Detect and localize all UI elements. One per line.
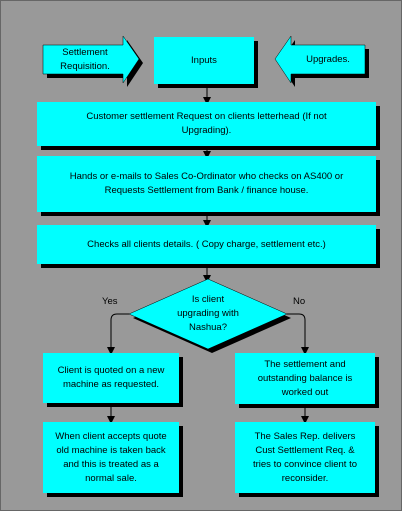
upgrades-shape <box>274 35 369 87</box>
sales-coordinator-box: Hands or e-mails to Sales Co-Ordinator w… <box>37 156 376 212</box>
edge-label-no: No <box>293 296 306 307</box>
inputs-box: Inputs <box>154 37 254 84</box>
settlement-worked-out-box: The settlement and outstanding balance i… <box>235 353 375 404</box>
settlement-requisition-shape <box>42 35 143 87</box>
checks-details-box: Checks all clients details. ( Copy charg… <box>37 225 376 264</box>
edge-label-yes: Yes <box>102 296 118 307</box>
customer-request-box: Customer settlement Request on clients l… <box>37 102 376 146</box>
quoted-new-machine-box: Client is quoted on a new machine as req… <box>43 353 179 403</box>
accepts-quote-box: When client accepts quote old machine is… <box>43 422 179 493</box>
connector-decision-no <box>287 313 309 355</box>
decision-label: Is client upgrading with Nashua? <box>177 294 239 333</box>
sales-rep-box: The Sales Rep. delivers Cust Settlement … <box>235 422 375 493</box>
upgrades-label: Upgrades. <box>306 53 350 65</box>
connector-decision-yes <box>107 313 129 355</box>
settlement-requisition-label: Settlement Requisition. <box>60 46 110 72</box>
decision-diamond-shape <box>128 278 291 353</box>
